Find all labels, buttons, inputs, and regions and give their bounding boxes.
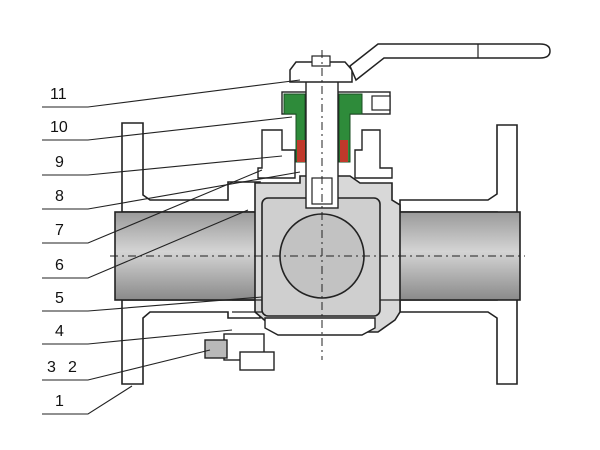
leader-lines — [42, 79, 301, 415]
nut — [204, 339, 228, 359]
callout-5: 5 — [55, 290, 64, 307]
leader-7 — [42, 169, 263, 244]
gland-bolt — [371, 95, 391, 111]
callout-8: 8 — [55, 188, 64, 205]
bonnet — [257, 129, 393, 179]
callout-6: 6 — [55, 257, 64, 274]
body-gasket — [232, 299, 400, 313]
leader-8 — [42, 171, 301, 210]
seal-ring-left — [297, 140, 305, 162]
seal-ring-right — [340, 140, 348, 162]
callout-9: 9 — [55, 154, 64, 171]
callout-7: 7 — [55, 222, 64, 239]
leader-9 — [42, 155, 283, 176]
stem-nut — [311, 55, 331, 67]
washer — [239, 351, 275, 371]
leader-11 — [42, 79, 301, 108]
leader-4 — [42, 329, 233, 345]
callout-3: 3 — [47, 359, 56, 376]
callout-10: 10 — [50, 119, 68, 136]
bottom-cover — [264, 317, 376, 336]
leader-32 — [42, 349, 211, 381]
callout-1: 1 — [55, 393, 64, 410]
handle-lever — [349, 43, 551, 82]
leader-5 — [42, 296, 263, 312]
leader-1 — [42, 385, 133, 415]
callout-11: 11 — [50, 86, 67, 103]
leader-10 — [42, 116, 293, 141]
callout-2: 2 — [68, 359, 77, 376]
leader-6 — [42, 209, 249, 279]
callout-4: 4 — [55, 323, 64, 340]
